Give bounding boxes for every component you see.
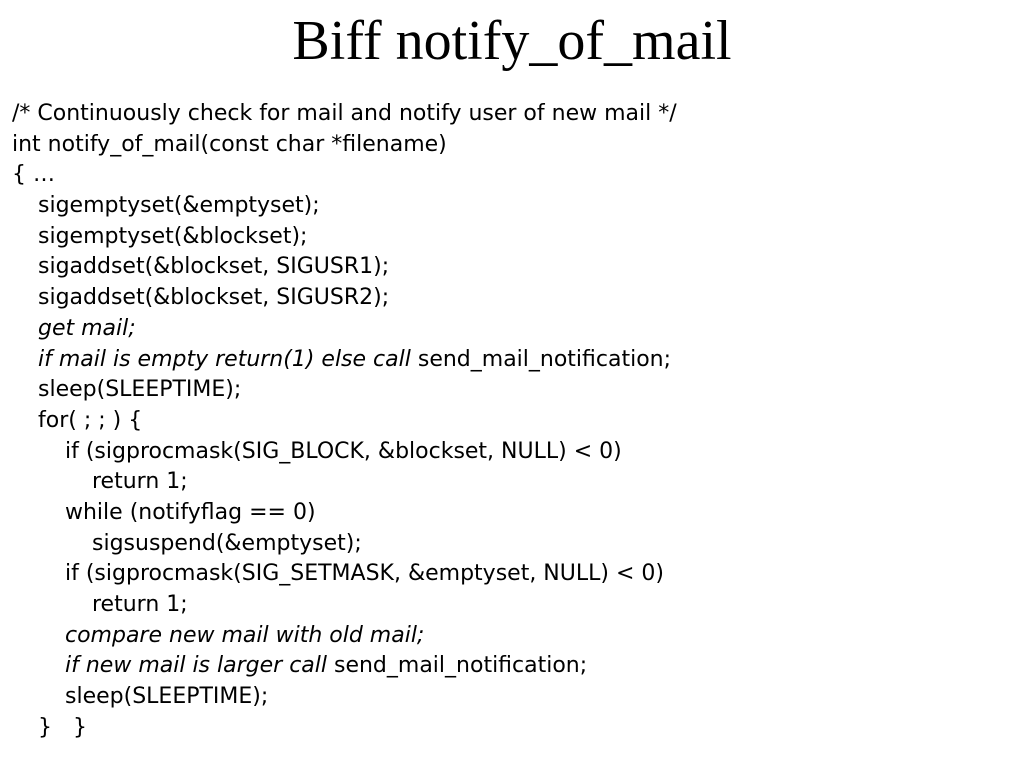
code-line: return 1; [92,592,188,617]
code-line: if (sigprocmask(SIG_SETMASK, &emptyset, … [65,561,664,587]
code-line: sigsuspend(&emptyset); [92,530,362,556]
pseudocode-text: if mail is empty return(1) else call [38,346,411,372]
code-line: sigemptyset(&blockset); [38,223,308,249]
code-line: int notify_of_mail(const char *filename) [12,131,447,157]
pseudocode-line: compare new mail with old mail; [65,622,425,648]
code-line: sleep(SLEEPTIME); [38,377,242,403]
code-text: send_mail_notification; [410,346,672,372]
code-line: { … [12,162,55,188]
code-line: sigaddset(&blockset, SIGUSR1); [38,254,390,280]
code-line: } } [38,714,87,740]
code-line: /* Continuously check for mail and notif… [12,101,677,126]
code-line: return 1; [92,469,188,495]
code-line-mixed: if mail is empty return(1) else call sen… [12,345,1012,376]
code-listing: /* Continuously check for mail and notif… [12,99,1012,743]
code-line: while (notifyflag == 0) [65,499,316,525]
code-line-mixed: if new mail is larger call send_mail_not… [12,651,1012,682]
code-line: if (sigprocmask(SIG_BLOCK, &blockset, NU… [65,438,622,464]
code-line: sigaddset(&blockset, SIGUSR2); [38,285,390,311]
code-line: sleep(SLEEPTIME); [65,684,269,710]
code-text: send_mail_notification; [327,653,588,679]
code-line: sigemptyset(&emptyset); [38,193,320,219]
code-line: for( ; ; ) { [38,407,143,433]
slide-title: Biff notify_of_mail [292,10,732,72]
pseudocode-line: get mail; [38,315,136,341]
pseudocode-text: if new mail is larger call [65,653,327,679]
